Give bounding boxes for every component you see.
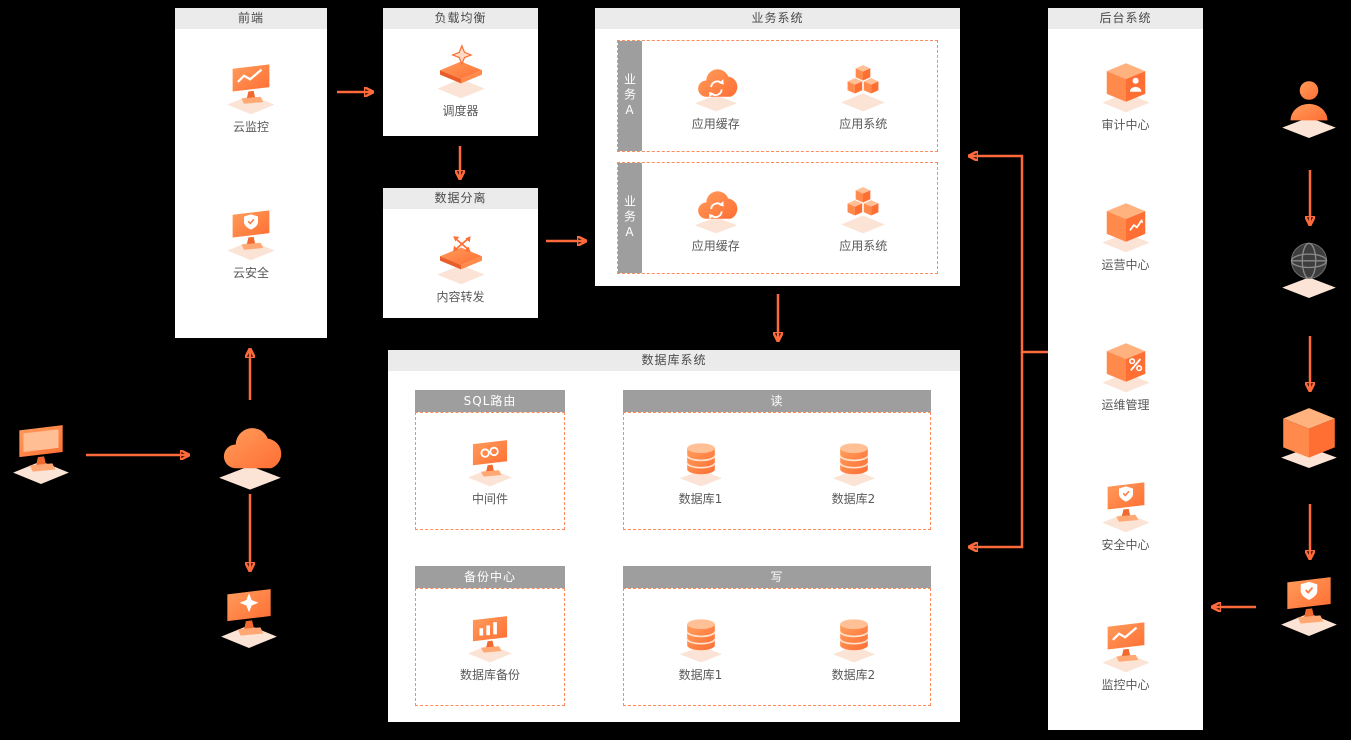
app-system-icon xyxy=(837,61,889,113)
panel-backend-system-title: 后台系统 xyxy=(1048,8,1203,29)
panel-database-system-title: 数据库系统 xyxy=(388,350,960,371)
globe-icon xyxy=(1276,234,1342,300)
section-backup: 备份中心 数据库备份 xyxy=(415,566,565,706)
business-group-a1-tab: 业务A xyxy=(618,41,642,151)
desktop-node xyxy=(8,420,74,490)
node-label: 调度器 xyxy=(442,104,479,118)
panel-frontend: 前端 云监控 云安全 xyxy=(175,8,327,338)
node-database-2: 数据库2 xyxy=(828,436,880,507)
cloud-icon xyxy=(212,416,288,492)
business-group-a2-tab: 业务A xyxy=(618,163,642,273)
node-ops-management: 运维管理 xyxy=(1048,338,1203,413)
node-label: 数据库1 xyxy=(678,491,723,506)
audit-center-icon xyxy=(1098,58,1154,114)
globe-node xyxy=(1276,234,1342,304)
database-icon xyxy=(675,436,727,488)
cloud-security-icon xyxy=(223,206,279,262)
node-scheduler: 调度器 xyxy=(383,44,538,119)
panel-load-balancer-title: 负载均衡 xyxy=(383,8,538,29)
node-database-2: 数据库2 xyxy=(828,612,880,683)
user-node xyxy=(1276,74,1342,144)
node-label: 安全中心 xyxy=(1101,538,1150,552)
panel-load-balancer: 负载均衡 调度器 xyxy=(383,8,538,136)
node-audit-center: 审计中心 xyxy=(1048,58,1203,133)
database-icon xyxy=(675,612,727,664)
cube-icon xyxy=(1276,404,1342,470)
security-monitor-node xyxy=(1276,572,1342,642)
business-group-a1: 业务A 应用缓存 应用系统 xyxy=(617,40,938,152)
node-label: 应用缓存 xyxy=(691,116,740,131)
monitor-center-icon xyxy=(1098,618,1154,674)
node-app-system: 应用系统 xyxy=(837,183,889,254)
node-app-cache: 应用缓存 xyxy=(690,183,742,254)
section-backup-header: 备份中心 xyxy=(415,566,565,588)
node-cloud-security: 云安全 xyxy=(175,206,327,281)
security-center-icon xyxy=(1098,478,1154,534)
node-label: 云监控 xyxy=(232,120,269,134)
node-label: 运营中心 xyxy=(1101,258,1150,272)
node-monitor-center: 监控中心 xyxy=(1048,618,1203,693)
app-cache-icon xyxy=(690,183,742,235)
node-database-1: 数据库1 xyxy=(675,436,727,507)
user-icon xyxy=(1276,74,1342,140)
node-label: 审计中心 xyxy=(1101,118,1150,132)
node-label: 中间件 xyxy=(471,491,508,506)
panel-database-system: 数据库系统 SQL路由 中间件 读 数据库1 数据库2 xyxy=(388,350,960,722)
section-write: 写 数据库1 数据库2 xyxy=(623,566,931,706)
scheduler-icon xyxy=(433,44,489,100)
desktop-icon xyxy=(8,420,74,486)
security-terminal-icon xyxy=(216,584,282,650)
app-cache-icon xyxy=(690,61,742,113)
security-monitor-icon xyxy=(1276,572,1342,638)
node-middleware: 中间件 xyxy=(464,436,516,507)
node-label: 应用缓存 xyxy=(691,238,740,253)
cloud-node xyxy=(212,416,288,496)
node-label: 数据库2 xyxy=(831,491,876,506)
node-label: 数据库1 xyxy=(678,667,723,682)
node-content-forward: 内容转发 xyxy=(383,230,538,305)
ops-management-icon xyxy=(1098,338,1154,394)
node-app-cache: 应用缓存 xyxy=(690,61,742,132)
node-database-1: 数据库1 xyxy=(675,612,727,683)
panel-frontend-title: 前端 xyxy=(175,8,327,29)
panel-backend-system: 后台系统 审计中心 运营中心 运维管理 安全中心 监控中心 xyxy=(1048,8,1203,730)
app-system-icon xyxy=(837,183,889,235)
business-group-a2: 业务A 应用缓存 应用系统 xyxy=(617,162,938,274)
security-terminal-node xyxy=(216,584,282,654)
cloud-monitor-icon xyxy=(223,60,279,116)
node-label: 监控中心 xyxy=(1101,678,1150,692)
node-security-center: 安全中心 xyxy=(1048,478,1203,553)
node-label: 数据库备份 xyxy=(459,667,520,682)
node-app-system: 应用系统 xyxy=(837,61,889,132)
database-icon xyxy=(828,612,880,664)
node-label: 应用系统 xyxy=(839,116,888,131)
node-label: 内容转发 xyxy=(436,290,485,304)
middleware-icon xyxy=(464,436,516,488)
section-sql-route-header: SQL路由 xyxy=(415,390,565,412)
node-operation-center: 运营中心 xyxy=(1048,198,1203,273)
panel-business-system-title: 业务系统 xyxy=(595,8,960,29)
node-cloud-monitor: 云监控 xyxy=(175,60,327,135)
node-db-backup: 数据库备份 xyxy=(460,612,520,683)
database-icon xyxy=(828,436,880,488)
panel-data-separation: 数据分离 内容转发 xyxy=(383,188,538,318)
node-label: 云安全 xyxy=(232,266,269,280)
node-label: 应用系统 xyxy=(839,238,888,253)
node-label: 数据库2 xyxy=(831,667,876,682)
cube-node xyxy=(1276,404,1342,474)
db-backup-icon xyxy=(464,612,516,664)
panel-business-system: 业务系统 业务A 应用缓存 应用系统 业务A 应用缓存 xyxy=(595,8,960,286)
section-read: 读 数据库1 数据库2 xyxy=(623,390,931,530)
section-sql-route: SQL路由 中间件 xyxy=(415,390,565,530)
content-forward-icon xyxy=(433,230,489,286)
section-write-header: 写 xyxy=(623,566,931,588)
section-read-header: 读 xyxy=(623,390,931,412)
panel-data-separation-title: 数据分离 xyxy=(383,188,538,209)
operation-center-icon xyxy=(1098,198,1154,254)
node-label: 运维管理 xyxy=(1101,398,1150,412)
